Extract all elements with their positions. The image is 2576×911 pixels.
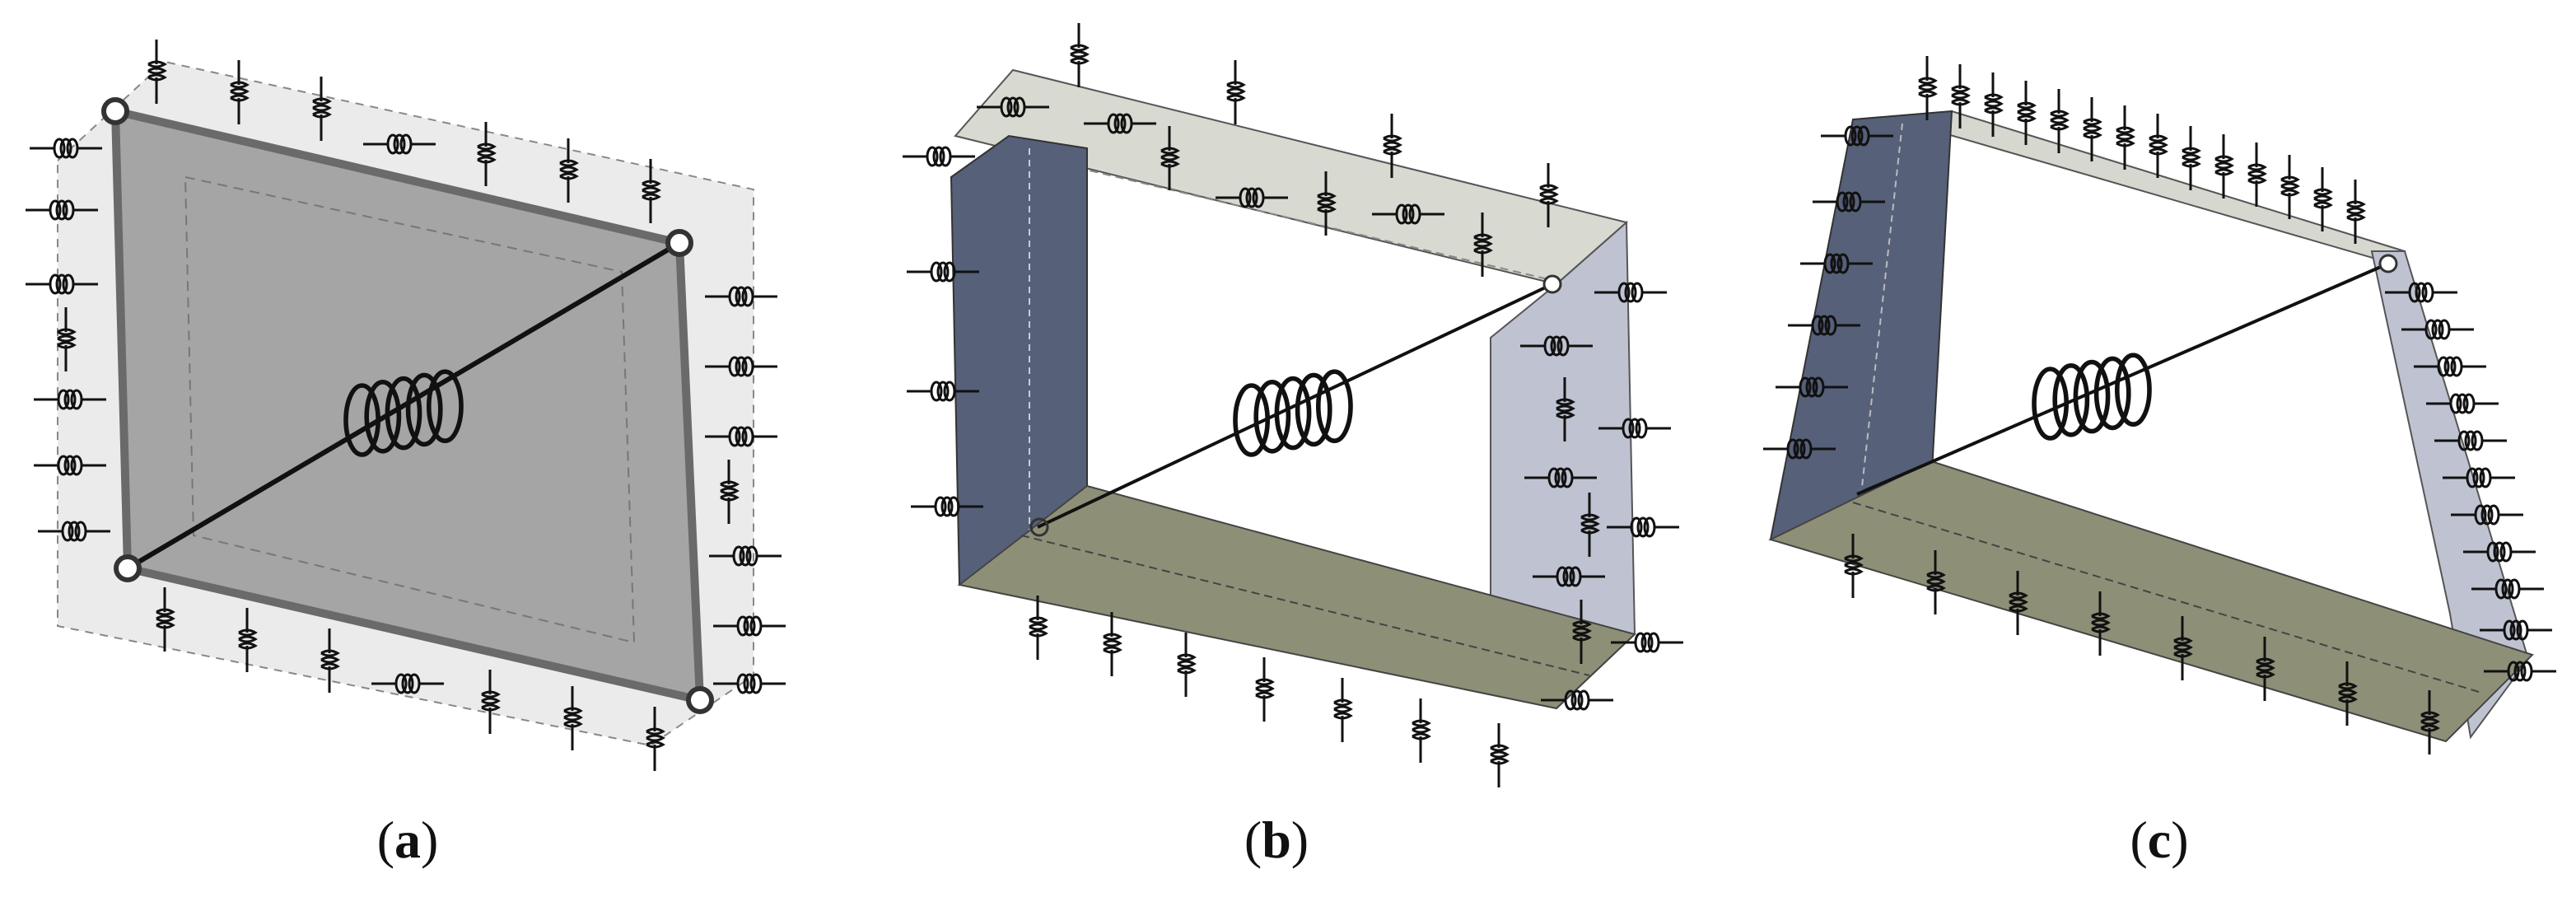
caption-b-letter: b [1262, 811, 1291, 869]
panel-a-hinge [686, 686, 714, 714]
panel-a-hinge [665, 229, 693, 257]
panel-b-left-wall [950, 134, 1088, 586]
panel-a-diagonal [126, 241, 681, 571]
panel-c-top-springs [1917, 54, 2365, 245]
panel-c-diagonal-spring [2034, 355, 2149, 438]
panel-c-right-wall [2370, 250, 2530, 740]
panel-c-diagonal [1856, 262, 2389, 496]
caption-c: (c) [2130, 811, 2189, 869]
panel-b-diagonal-spring [1235, 371, 1351, 455]
caption-a: (a) [376, 811, 439, 869]
panel-a-inner-outline [184, 175, 636, 644]
panel-b-top-slab-inner [1012, 152, 1570, 285]
panel-b-hinge [1542, 274, 1562, 294]
panel-b-bottom-slab-inner [1020, 535, 1590, 676]
panel-a-hinge [101, 97, 129, 125]
caption-b: (b) [1244, 811, 1309, 869]
panel-c-bottom-slab-inner [1852, 502, 2480, 693]
caption-c-letter: c [2147, 811, 2172, 869]
caption-a-letter: a [394, 811, 421, 869]
panel-a-hinge [114, 554, 142, 582]
panel-b-hinge [1029, 517, 1049, 537]
panel-b [901, 21, 1685, 789]
panel-b-bottom-slab [957, 484, 1636, 710]
panel-c-hinge [2378, 254, 2398, 273]
panel-c-left-wall-edge [1860, 123, 1903, 495]
panel-a [24, 38, 787, 773]
panel-c [1762, 54, 2558, 756]
panel-c-bottom-slab [1768, 460, 2534, 743]
panel-b-diagonal [1037, 283, 1553, 529]
